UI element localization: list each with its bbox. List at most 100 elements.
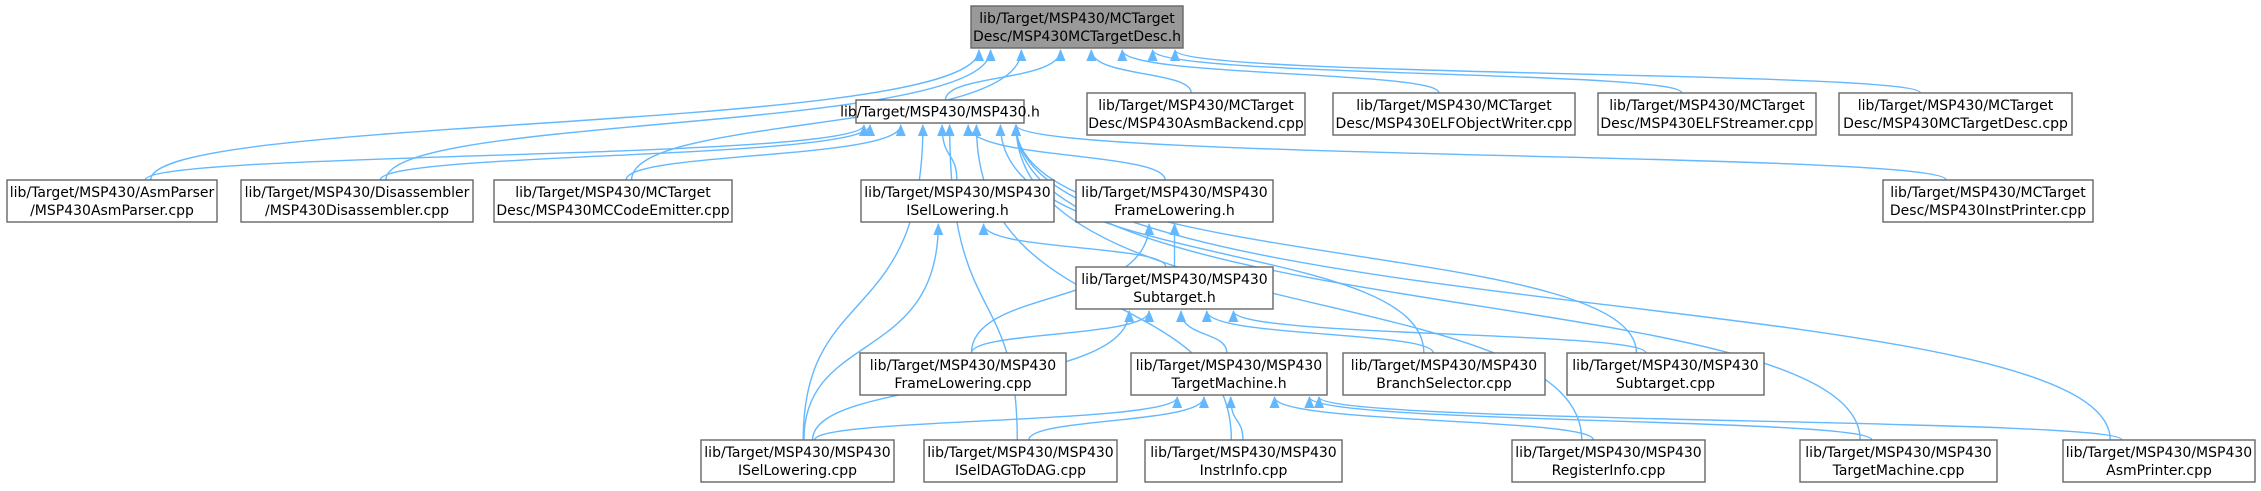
dependency-edge	[970, 310, 1155, 354]
edge-codeemitter-to-msp430h	[625, 124, 906, 181]
dependency-edge	[944, 49, 1066, 101]
edge-iseldag-to-tmh	[1028, 396, 1209, 441]
node-label-line: lib/Target/MSP430/MSP430	[704, 445, 890, 461]
node-label-line: BranchSelector.cpp	[1376, 376, 1512, 392]
node-box	[860, 179, 1055, 223]
edge-framelowcpp-to-subtargeth	[970, 310, 1155, 354]
node-framelowcpp[interactable]: lib/Target/MSP430/MSP430FrameLowering.cp…	[859, 352, 1067, 396]
node-branchsel[interactable]: lib/Target/MSP430/MSP430BranchSelector.c…	[1342, 352, 1546, 396]
node-tmcpp[interactable]: lib/Target/MSP430/MSP430TargetMachine.cp…	[1799, 439, 1998, 483]
dependency-edge	[1269, 396, 1595, 441]
node-label-line: lib/Target/MSP430/MSP430	[1081, 272, 1267, 288]
node-label-line: FrameLowering.cpp	[894, 376, 1031, 392]
node-label-line: FrameLowering.h	[1114, 203, 1235, 219]
edge-branchsel-to-msp430h	[995, 124, 1425, 354]
edge-isellowcpp-to-isellowh	[803, 223, 944, 441]
node-label-line: RegisterInfo.cpp	[1552, 463, 1666, 479]
edge-elfstreamer-to-root	[1147, 49, 1683, 94]
node-label-line: Desc/MSP430MCTargetDesc.cpp	[1843, 116, 2068, 132]
dependency-edge	[1028, 396, 1209, 441]
edge-elfwriter-to-root	[1117, 49, 1440, 94]
node-label-line: lib/Target/MSP430/MSP430	[1150, 445, 1336, 461]
edge-subtargetcpp-to-msp430h	[1011, 124, 1638, 354]
dependency-edge	[1314, 396, 2123, 441]
node-label-line: lib/Target/MSP430/MSP430	[1805, 445, 1991, 461]
dependency-edge	[385, 49, 996, 181]
node-label-line: Desc/MSP430MCCodeEmitter.cpp	[496, 203, 729, 219]
edge-asmprinter-to-tmh	[1314, 396, 2123, 441]
node-label-line: lib/Target/MSP430/MCTarget	[1858, 98, 2054, 114]
node-elfwriter[interactable]: lib/Target/MSP430/MCTargetDesc/MSP430ELF…	[1332, 92, 1576, 136]
dependency-edge	[630, 49, 1027, 181]
node-asmparser[interactable]: lib/Target/MSP430/AsmParser/MSP430AsmPar…	[6, 179, 218, 223]
edge-tmcpp-to-tmh	[1304, 396, 1873, 441]
node-elfstreamer[interactable]: lib/Target/MSP430/MCTargetDesc/MSP430ELF…	[1597, 92, 1817, 136]
node-disassembler[interactable]: lib/Target/MSP430/Disassembler/MSP430Dis…	[240, 179, 474, 223]
node-box	[2062, 439, 2256, 483]
node-box	[1799, 439, 1998, 483]
node-codeemitter[interactable]: lib/Target/MSP430/MCTargetDesc/MSP430MCC…	[493, 179, 733, 223]
node-box	[1075, 179, 1274, 223]
dependency-edge	[144, 124, 869, 181]
dependency-edge	[1086, 49, 1192, 94]
node-label-line: ISelLowering.h	[906, 203, 1008, 219]
node-box	[493, 179, 733, 223]
node-label-line: lib/Target/MSP430/MCTarget	[515, 185, 711, 201]
node-label-line: lib/Target/MSP430/MCTarget	[1609, 98, 1805, 114]
edge-instrinfo-to-tmh	[1225, 396, 1244, 441]
node-label-line: Subtarget.h	[1133, 290, 1216, 306]
dependency-edge	[1225, 396, 1244, 441]
node-label-line: lib/Target/MSP430/MSP430.h	[840, 105, 1040, 121]
node-box	[6, 179, 218, 223]
node-label-line: lib/Target/MSP430/MSP430	[870, 358, 1056, 374]
dependency-edge	[1147, 49, 1683, 94]
node-box	[1597, 92, 1817, 136]
dependency-edge	[149, 49, 984, 181]
edge-isellowcpp-to-tmh	[814, 396, 1183, 441]
dependency-edge	[1011, 124, 1947, 181]
edge-asmparser-to-msp430h	[144, 124, 869, 181]
node-asmbackend[interactable]: lib/Target/MSP430/MCTargetDesc/MSP430Asm…	[1086, 92, 1306, 136]
node-label-line: InstrInfo.cpp	[1200, 463, 1288, 479]
edge-framelowcpp-to-framelowh	[970, 223, 1155, 354]
node-root[interactable]: lib/Target/MSP430/MCTargetDesc/MSP430MCT…	[970, 5, 1184, 49]
dependency-edge	[978, 223, 1167, 268]
node-msp430h[interactable]: lib/Target/MSP430/MSP430.h	[840, 99, 1040, 124]
node-box	[923, 439, 1118, 483]
node-box	[1130, 352, 1328, 396]
node-mctargetdesc[interactable]: lib/Target/MSP430/MCTargetDesc/MSP430MCT…	[1838, 92, 2073, 136]
node-label-line: ISelDAGToDAG.cpp	[955, 463, 1086, 479]
node-label-line: Desc/MSP430MCTargetDesc.h	[973, 29, 1181, 45]
node-box	[1075, 266, 1274, 310]
dependency-edge	[814, 396, 1183, 441]
node-box	[1566, 352, 1765, 396]
node-label-line: lib/Target/MSP430/MSP430	[1351, 358, 1537, 374]
edge-mctargetdesc-to-root	[1170, 49, 1922, 94]
node-label-line: lib/Target/MSP430/MSP430	[1136, 358, 1322, 374]
edge-instprinter-to-msp430h	[1011, 124, 1947, 181]
edge-msp430h-to-root	[944, 49, 1066, 101]
node-label-line: TargetMachine.h	[1170, 376, 1286, 392]
node-label-line: ISelLowering.cpp	[738, 463, 857, 479]
node-label-line: AsmPrinter.cpp	[2106, 463, 2212, 479]
node-box	[1144, 439, 1343, 483]
dependency-edge	[803, 223, 944, 441]
node-box	[1882, 179, 2094, 223]
node-label-line: lib/Target/MSP430/MSP430	[1081, 185, 1267, 201]
dependency-edge	[1011, 124, 1638, 354]
dependency-edge	[379, 124, 875, 181]
node-instprinter[interactable]: lib/Target/MSP430/MCTargetDesc/MSP430Ins…	[1882, 179, 2094, 223]
edge-tmcpp-to-msp430h	[1011, 124, 1861, 441]
dependency-edge	[1176, 310, 1228, 354]
